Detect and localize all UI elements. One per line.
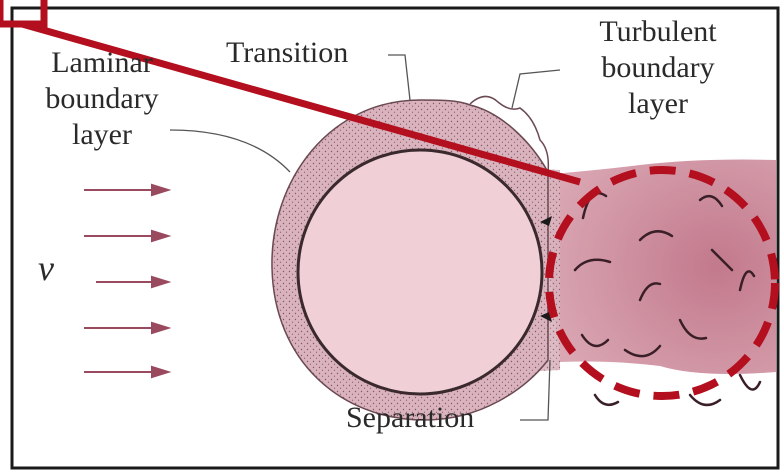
label-separation: Separation <box>346 400 474 436</box>
label-velocity: v <box>38 250 54 286</box>
label-turbulent-line-3: layer <box>568 86 748 122</box>
label-turbulent-line-2: boundary <box>568 50 748 86</box>
label-laminar-line-2: boundary <box>22 81 182 117</box>
cylinder <box>298 150 542 394</box>
label-transition: Transition <box>226 35 348 71</box>
turbulent-wake <box>540 160 776 374</box>
label-laminar-line-3: layer <box>22 117 182 153</box>
label-laminar-boundary-layer: Laminar boundary layer <box>22 45 182 153</box>
label-turbulent-line-1: Turbulent <box>568 14 748 50</box>
label-turbulent-boundary-layer: Turbulent boundary layer <box>568 14 748 122</box>
label-laminar-line-1: Laminar <box>22 45 182 81</box>
